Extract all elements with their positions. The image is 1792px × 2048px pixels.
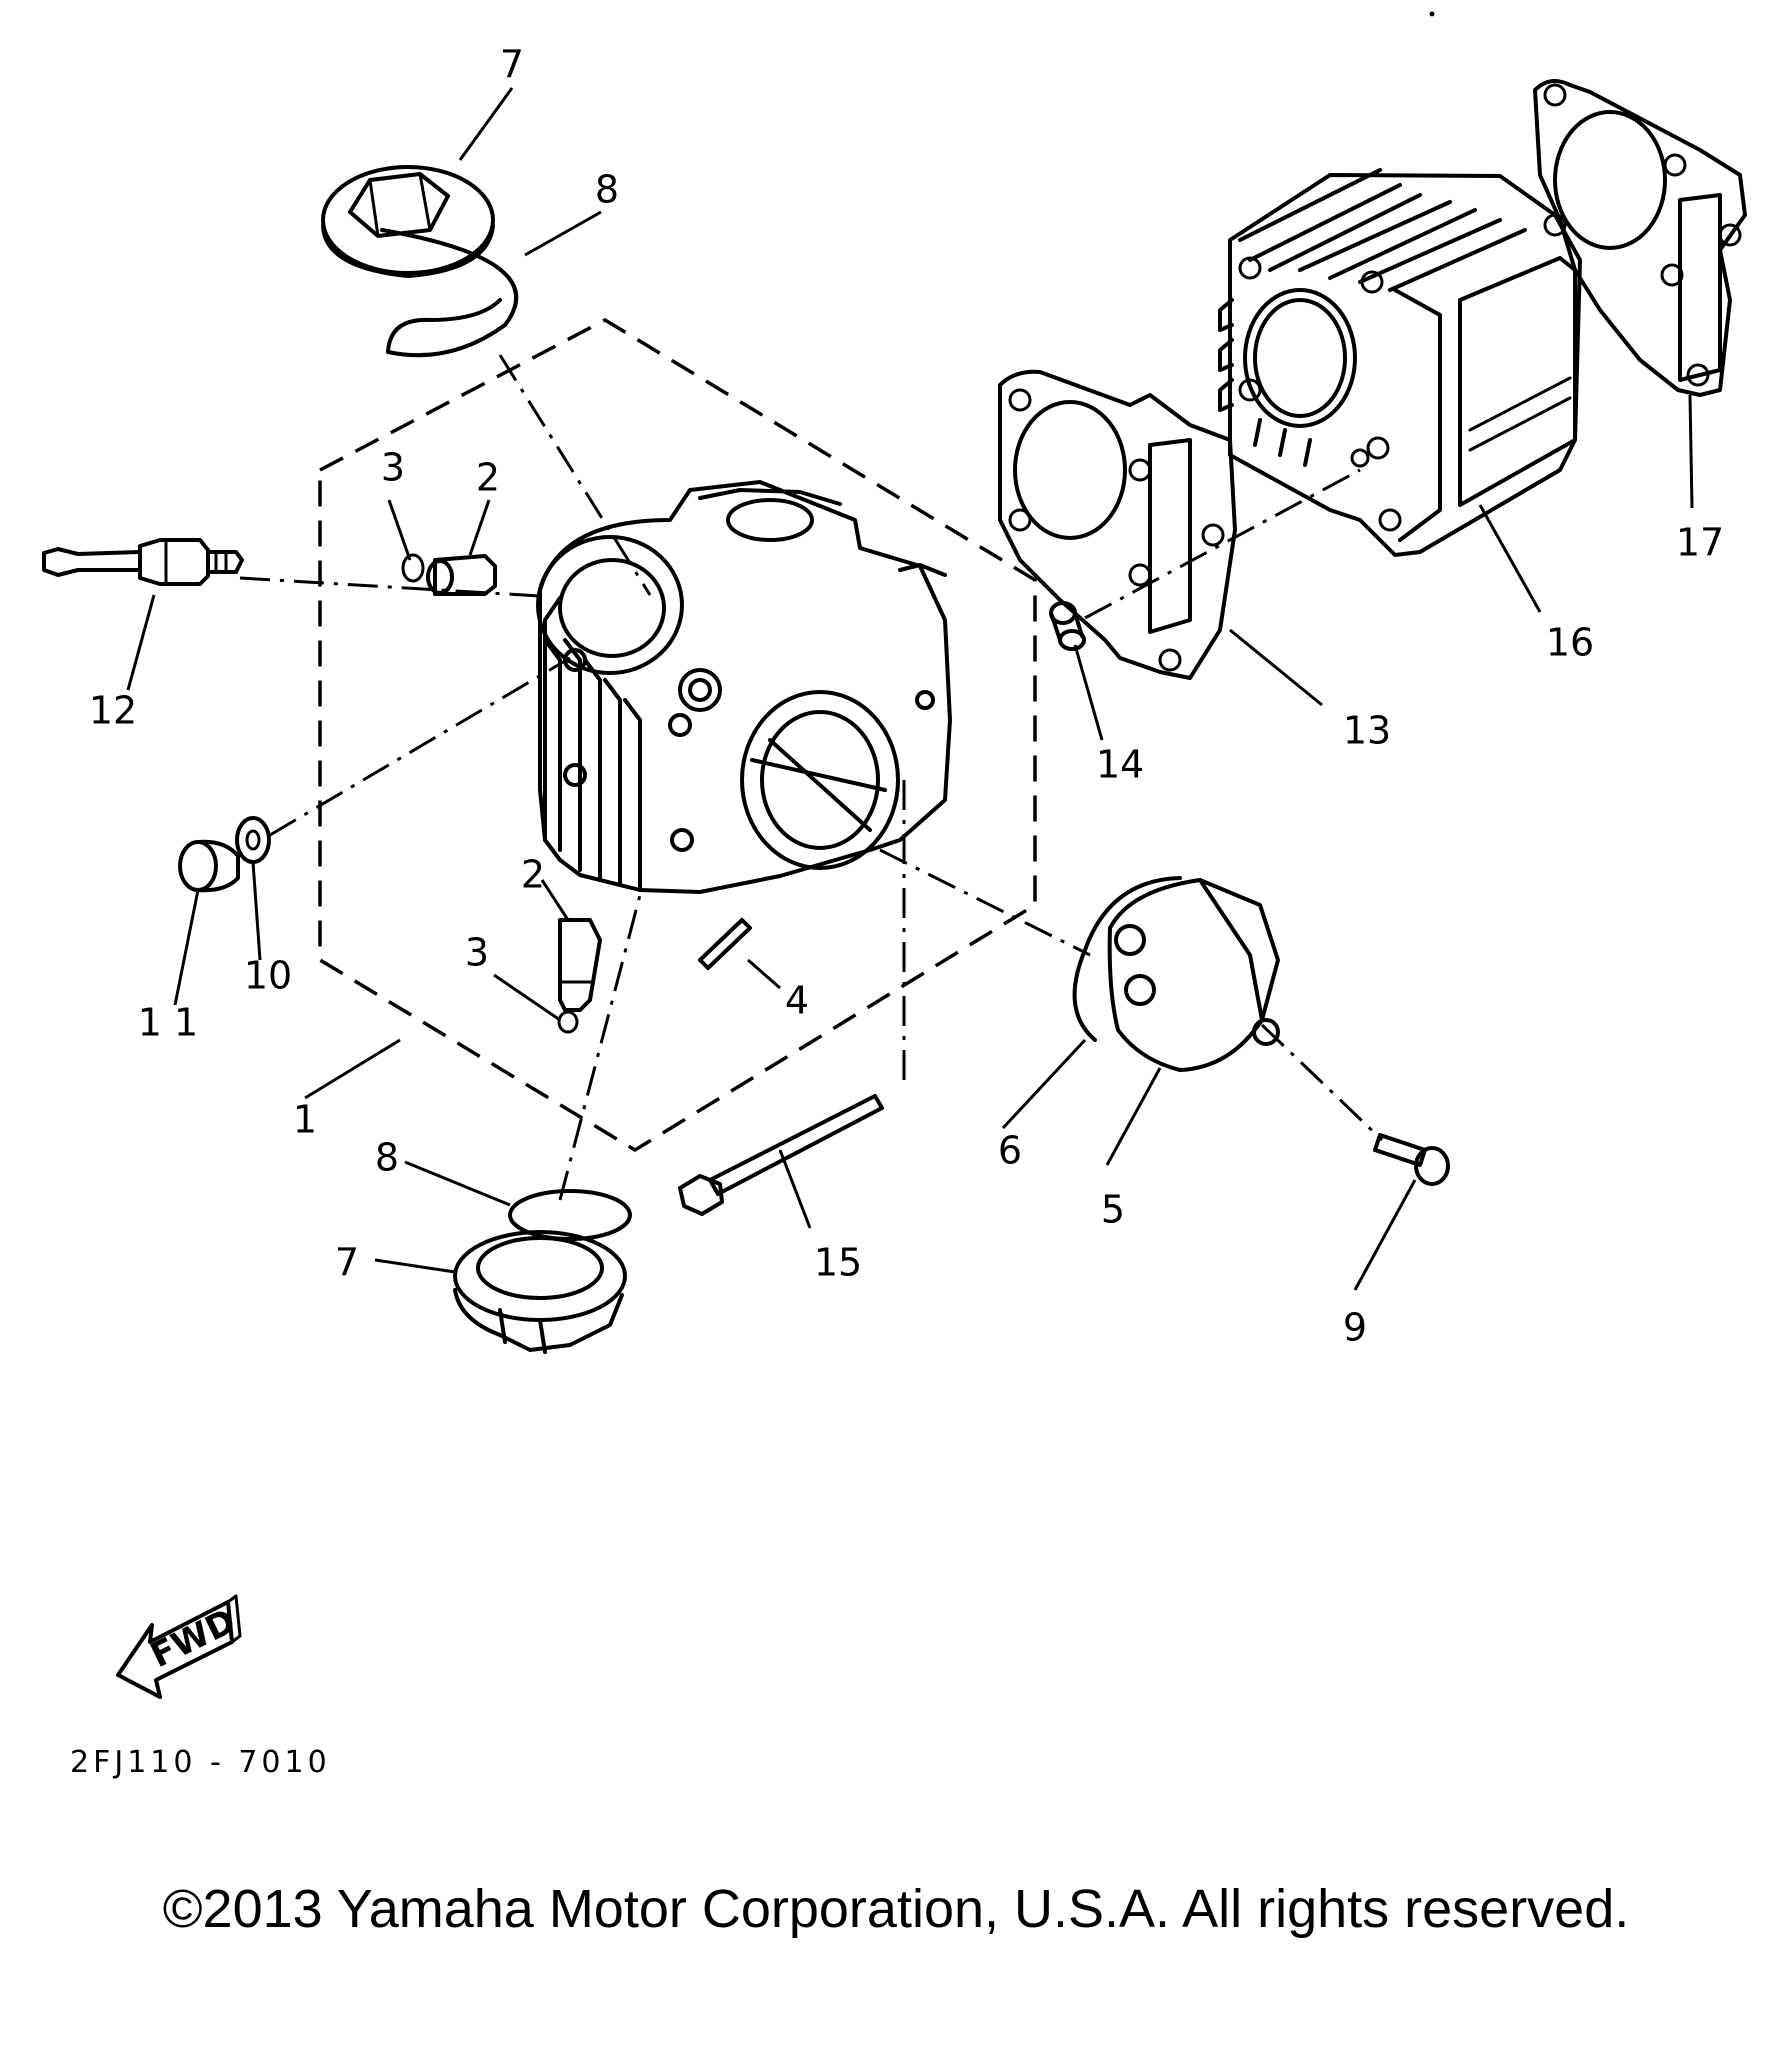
scan-speck <box>1429 11 1435 17</box>
spark-plug <box>42 538 244 586</box>
callout-11: 1 1 <box>138 1001 198 1045</box>
callout-7-bottom: 7 <box>335 1241 359 1285</box>
axis-spark-plug <box>239 576 541 598</box>
dowel-pin <box>1049 601 1086 651</box>
clip-lower <box>557 1010 579 1034</box>
side-cover <box>1107 878 1280 1072</box>
callout-3-upper: 3 <box>381 446 405 490</box>
callout-5: 5 <box>1101 1188 1125 1232</box>
callout-8-top: 8 <box>595 168 619 212</box>
fwd-label: FWD <box>144 1601 241 1676</box>
axis-side-cover <box>879 848 1091 957</box>
diagram-reference-code: 2FJ110 - 7010 <box>70 1745 331 1780</box>
bolt-short <box>1373 1133 1450 1186</box>
washer <box>235 816 271 864</box>
fwd-arrow-icon: FWD <box>116 1594 242 1699</box>
callout-15: 15 <box>814 1241 862 1285</box>
cylinder-head-body <box>536 480 952 894</box>
callout-17: 17 <box>1676 521 1724 565</box>
callout-12: 12 <box>89 689 137 733</box>
callout-16: 16 <box>1546 621 1594 665</box>
callout-2-upper: 2 <box>476 456 500 500</box>
stud-bolt <box>698 918 752 970</box>
clip-upper <box>401 553 425 583</box>
copyright-notice: ©2013 Yamaha Motor Corporation, U.S.A. A… <box>162 1879 1630 1939</box>
side-cover-o-ring <box>1072 876 1182 1042</box>
plug <box>178 839 240 893</box>
callout-6: 6 <box>998 1129 1022 1173</box>
head-gasket <box>998 369 1237 680</box>
long-bolt <box>678 1094 884 1216</box>
callout-4: 4 <box>785 979 809 1023</box>
valve-guide-lower <box>558 918 602 1012</box>
callout-8-bottom: 8 <box>375 1136 399 1180</box>
oil-filler-cap-bottom <box>453 1230 627 1354</box>
leader-lines <box>126 87 1694 1291</box>
callout-1: 1 <box>293 1098 317 1142</box>
callout-7-top: 7 <box>500 43 524 87</box>
assembly-boundary-dashed <box>318 317 1037 1153</box>
oil-filler-cap-top <box>321 165 495 278</box>
axis-dowel <box>1084 468 1361 620</box>
axis-plug-washer <box>269 656 571 837</box>
o-ring-bottom <box>508 1189 632 1241</box>
callout-10: 10 <box>244 954 292 998</box>
callout-14: 14 <box>1096 743 1144 787</box>
axis-bolt-9 <box>1260 1023 1384 1142</box>
callout-2-lower: 2 <box>521 853 545 897</box>
cylinder <box>1218 168 1582 557</box>
callout-9: 9 <box>1343 1306 1367 1350</box>
axis-oil-cap-top <box>498 354 652 596</box>
callout-13: 13 <box>1343 709 1391 753</box>
callout-3-lower: 3 <box>465 931 489 975</box>
o-ring-top <box>380 228 519 358</box>
base-gasket <box>1533 79 1747 397</box>
valve-guide-upper <box>426 554 497 596</box>
